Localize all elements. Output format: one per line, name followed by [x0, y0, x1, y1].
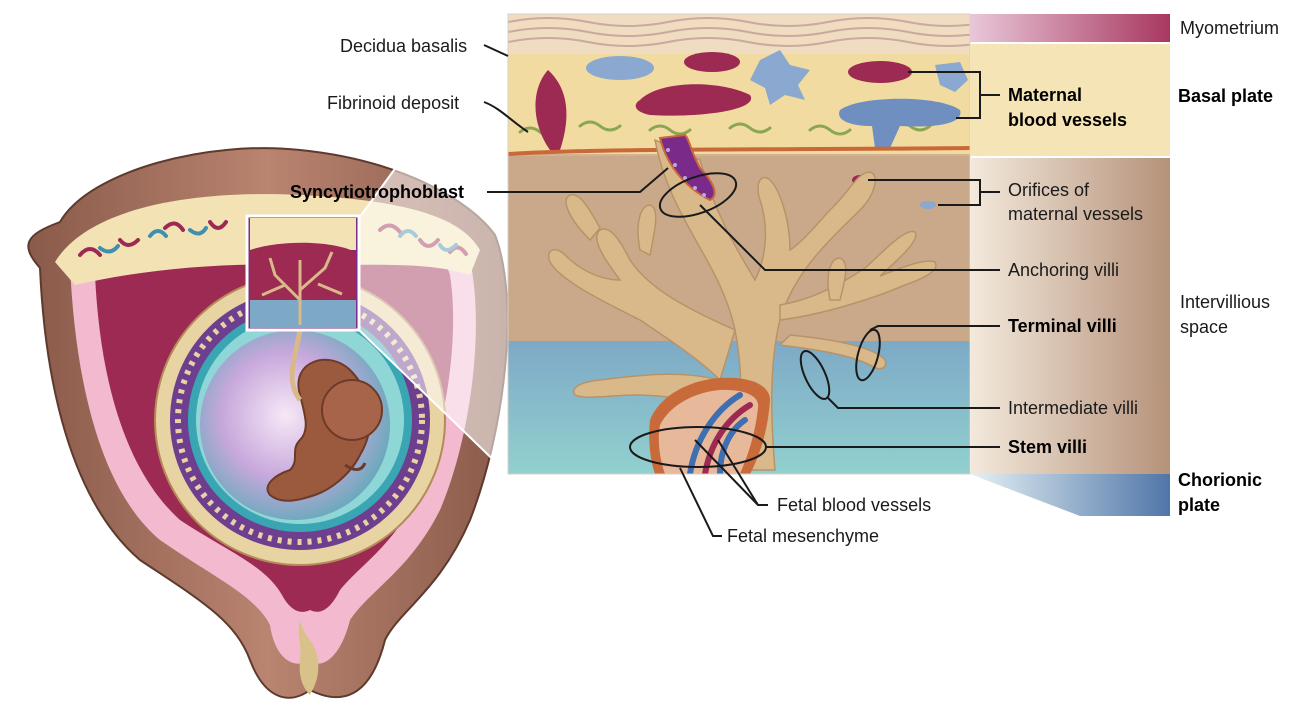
label-chorionic-line1: Chorionic	[1178, 469, 1262, 491]
label-anchoring-villi: Anchoring villi	[1008, 259, 1119, 281]
label-fibrinoid-deposit: Fibrinoid deposit	[327, 92, 459, 114]
label-intervillous-line2: space	[1180, 316, 1228, 338]
label-chorionic-line2: plate	[1178, 494, 1220, 516]
label-fetal-mesenchyme: Fetal mesenchyme	[727, 525, 879, 547]
label-maternal-blood-vessels-line2: blood vessels	[1008, 109, 1127, 131]
uterus-cross-section	[28, 14, 508, 698]
label-intervillous-line1: Intervillious	[1180, 291, 1270, 313]
label-orifices-line2: maternal vessels	[1008, 203, 1143, 225]
label-myometrium: Myometrium	[1180, 17, 1279, 39]
myometrium-band	[970, 14, 1170, 42]
label-terminal-villi: Terminal villi	[1008, 315, 1117, 337]
label-syncytiotrophoblast: Syncytiotrophoblast	[290, 181, 464, 203]
label-maternal-blood-vessels-line1: Maternal	[1008, 84, 1082, 106]
label-decidua-basalis: Decidua basalis	[340, 35, 467, 57]
chorionic-plate-band	[970, 474, 1170, 516]
label-orifices-line1: Orifices of	[1008, 179, 1089, 201]
detail-panel	[508, 14, 988, 474]
label-fetal-blood-vessels: Fetal blood vessels	[777, 494, 931, 516]
label-intermediate-villi: Intermediate villi	[1008, 397, 1138, 419]
label-basal-plate: Basal plate	[1178, 85, 1273, 107]
label-stem-villi: Stem villi	[1008, 436, 1087, 458]
